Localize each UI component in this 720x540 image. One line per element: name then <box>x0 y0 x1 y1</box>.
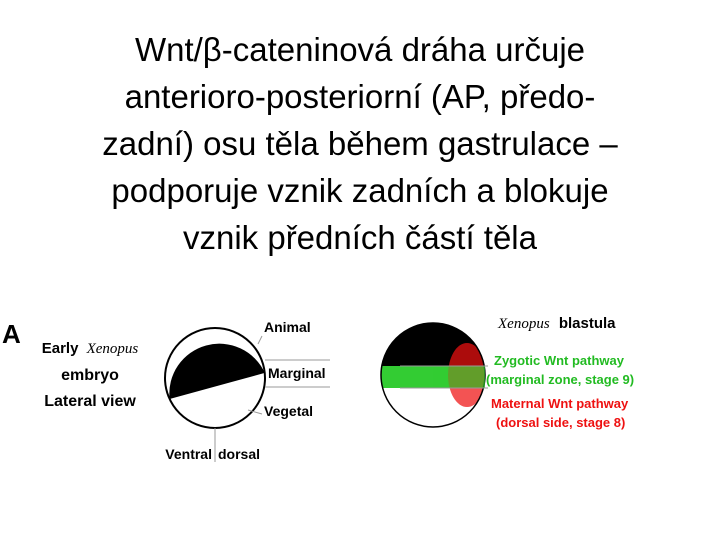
title-line-2: anterioro-posteriorní (AP, předo- <box>124 78 596 115</box>
zygotic-label-2: (marginal zone, stage 9) <box>486 372 634 387</box>
xenopus-figure: A Early Xenopus embryo Lateral view <box>0 300 720 470</box>
panel-a: A Early Xenopus embryo Lateral view <box>2 319 330 462</box>
blastula-title-species: Xenopus <box>497 316 550 332</box>
embryo-animal-cap <box>169 343 265 399</box>
zygotic-band-extension <box>433 366 485 388</box>
label-vegetal: Vegetal <box>264 403 313 419</box>
caption-early: Early <box>42 340 79 357</box>
label-ventral: Ventral <box>165 446 212 462</box>
title-line-3: zadní) osu těla během gastrulace – <box>102 125 618 162</box>
panel-letter: A <box>2 319 21 349</box>
title-line-4: podporuje vznik zadních a blokuje <box>111 172 609 209</box>
label-marginal: Marginal <box>268 365 326 381</box>
maternal-label-1: Maternal Wnt pathway <box>491 396 629 411</box>
zygotic-label-1: Zygotic Wnt pathway <box>494 353 625 368</box>
guide-lines <box>214 335 330 462</box>
label-dorsal: dorsal <box>218 446 260 462</box>
caption-species: Xenopus <box>86 341 139 357</box>
vegetal-pointer <box>247 409 263 415</box>
caption-line-1: Early Xenopus <box>42 340 139 357</box>
panel-a-caption: Early Xenopus embryo Lateral view <box>42 340 139 410</box>
panel-b: Xenopus blastula Zygotic Wnt pathway (ma… <box>380 315 634 430</box>
slide-title: Wnt/β-cateninová dráha určuje anterioro-… <box>20 26 700 261</box>
blastula-title: Xenopus blastula <box>497 315 616 332</box>
title-line-5: vznik předních částí těla <box>182 219 537 256</box>
title-line-1: Wnt/β-cateninová dráha určuje <box>134 31 586 68</box>
maternal-label-2: (dorsal side, stage 8) <box>496 415 625 430</box>
caption-view: Lateral view <box>44 393 136 410</box>
embryo-diagram <box>164 327 266 429</box>
blastula-title-stage: blastula <box>559 315 616 332</box>
animal-pointer <box>257 335 263 345</box>
label-animal: Animal <box>264 319 311 335</box>
caption-embryo: embryo <box>61 367 119 384</box>
